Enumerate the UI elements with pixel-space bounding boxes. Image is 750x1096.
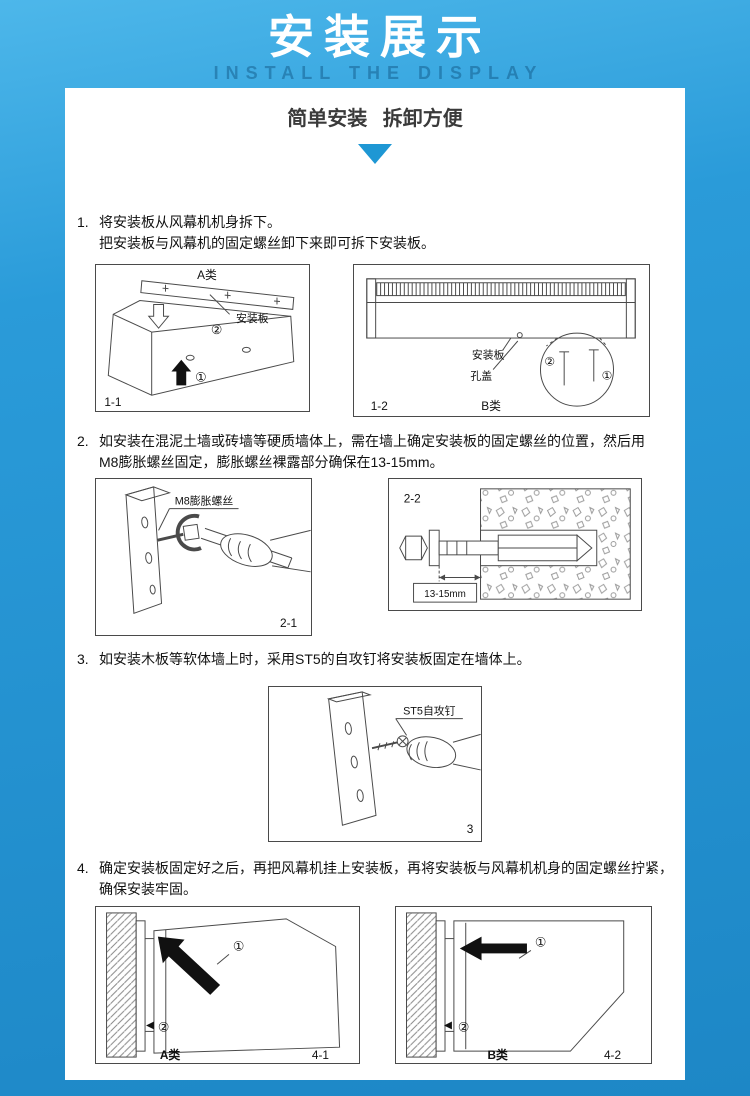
step-2-text: 2. 如安装在混泥土墙或砖墙等硬质墙体上，需在墙上确定安装板的固定螺丝的位置，然… [77, 431, 677, 473]
marker-1: ① [535, 934, 547, 949]
step-line: 确保安装牢固。 [99, 881, 197, 897]
figure-number: 1-1 [104, 395, 121, 409]
machine-front-drawing [366, 278, 636, 407]
wall-mount-drawing [406, 912, 625, 1058]
wall-mount-drawing [106, 912, 341, 1058]
small-left-arrow [146, 1021, 154, 1030]
figure-4-2: ① ② B类 4-2 [395, 906, 652, 1064]
figure-number: 2-2 [404, 492, 421, 506]
small-left-arrow [444, 1021, 452, 1030]
figure-1-1: A类 安装板 ② ① 1-1 [95, 264, 310, 412]
hang-direction-arrow [459, 936, 527, 961]
part-label: M8膨胀螺丝 [175, 494, 234, 508]
tagline: 简单安装 拆卸方便 [287, 108, 463, 130]
step-4-text: 4. 确定安装板固定好之后，再把风幕机挂上安装板，再将安装板与风幕机机身的固定螺… [77, 858, 677, 900]
figure-1-2-drawing: 安装板 孔盖 ① ② 1-2 B类 [366, 278, 636, 413]
step-line: 确定安装板固定好之后，再把风幕机挂上安装板，再将安装板与风幕机机身的固定螺丝拧紧… [99, 860, 673, 876]
step-number: 4. [77, 860, 89, 876]
page-subtitle: INSTALL THE DISPLAY [213, 63, 544, 83]
part-label: 安装板 [472, 348, 505, 362]
type-label: B类 [481, 399, 501, 413]
step-lines: 如安装在混泥土墙或砖墙等硬质墙体上，需在墙上确定安装板的固定螺丝的位置，然后用 … [99, 431, 677, 473]
figure-3: ST5自攻钉 3 [268, 686, 482, 842]
header: 安装展示 INSTALL THE DISPLAY [0, 0, 750, 84]
step-line: 如安装在混泥土墙或砖墙等硬质墙体上，需在墙上确定安装板的固定螺丝的位置，然后用 [99, 433, 645, 449]
figure-number: 4-1 [312, 1048, 329, 1062]
down-triangle-icon [358, 144, 392, 164]
figure-1-2: 安装板 孔盖 ① ② 1-2 B类 [353, 264, 650, 417]
marker-2: ② [544, 355, 555, 369]
screw-install-drawing [326, 691, 481, 826]
wrench-install-drawing [124, 486, 311, 614]
cover-label: 孔盖 [470, 368, 492, 382]
step-lines: 如安装木板等软体墙上时，采用ST5的自攻钉将安装板固定在墙体上。 [99, 649, 677, 670]
content-panel: 简单安装 拆卸方便 1. 将安装板从风幕机机身拆下。 把安装板与风幕机的固定螺丝… [65, 88, 685, 1080]
figure-number: 4-2 [604, 1048, 621, 1062]
figure-number: 1-2 [371, 399, 388, 413]
part-label: 安装板 [236, 311, 269, 325]
marker-1: ① [602, 368, 613, 382]
figure-2-2-drawing: 2-2 13-15mm [399, 488, 631, 603]
step-line: 将安装板从风幕机机身拆下。 [99, 214, 281, 230]
page-title: 安装展示 [268, 11, 492, 63]
figure-2-1-drawing: M8膨胀螺丝 2-1 [124, 486, 311, 630]
step-lines: 将安装板从风幕机机身拆下。 把安装板与风幕机的固定螺丝卸下来即可拆下安装板。 [99, 212, 677, 254]
type-label: A类 [197, 268, 217, 282]
step-line: 把安装板与风幕机的固定螺丝卸下来即可拆下安装板。 [99, 235, 435, 251]
marker-1: ① [233, 938, 245, 953]
figure-number: 3 [467, 822, 474, 836]
step-1-text: 1. 将安装板从风幕机机身拆下。 把安装板与风幕机的固定螺丝卸下来即可拆下安装板… [77, 212, 677, 254]
step-number: 1. [77, 214, 89, 230]
marker-2: ② [458, 1019, 470, 1034]
expansion-bolt-drawing [399, 488, 631, 603]
figure-3-drawing: ST5自攻钉 3 [326, 691, 481, 836]
figure-1-1-drawing: A类 安装板 ② ① 1-1 [104, 268, 295, 409]
machine-perspective-drawing [107, 280, 295, 396]
step-lines: 确定安装板固定好之后，再把风幕机挂上安装板，再将安装板与风幕机机身的固定螺丝拧紧… [99, 858, 677, 900]
marker-2: ② [158, 1019, 170, 1034]
figure-4-1-drawing: ① ② A类 4-1 [106, 912, 341, 1062]
marker-1: ① [195, 369, 207, 384]
figure-number: 2-1 [280, 616, 297, 630]
hang-direction-arrow [157, 936, 221, 995]
step-number: 3. [77, 651, 89, 667]
type-label: B类 [487, 1048, 508, 1062]
figure-4-1: ① ② A类 4-1 [95, 906, 360, 1064]
step-line: M8膨胀螺丝固定，膨胀螺丝裸露部分确保在13-15mm。 [99, 454, 444, 470]
marker-2: ② [211, 322, 223, 337]
figure-2-2: 2-2 13-15mm [388, 478, 642, 611]
type-label: A类 [160, 1048, 181, 1062]
figure-2-1: M8膨胀螺丝 2-1 [95, 478, 312, 636]
dimension-label: 13-15mm [424, 589, 466, 600]
step-3-text: 3. 如安装木板等软体墙上时，采用ST5的自攻钉将安装板固定在墙体上。 [77, 649, 677, 670]
step-line: 如安装木板等软体墙上时，采用ST5的自攻钉将安装板固定在墙体上。 [99, 651, 531, 667]
step-number: 2. [77, 433, 89, 449]
figure-4-2-drawing: ① ② B类 4-2 [406, 912, 625, 1062]
part-label: ST5自攻钉 [403, 704, 456, 718]
